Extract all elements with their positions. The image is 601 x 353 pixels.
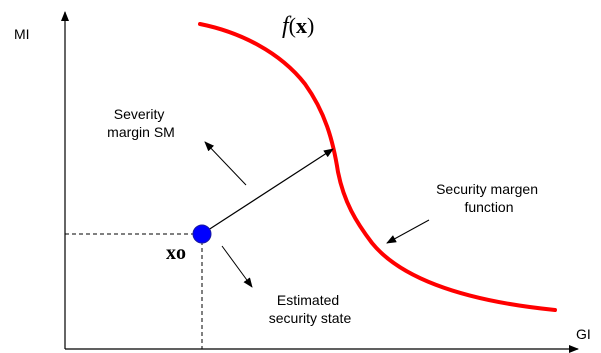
operating-point-label: xo <box>166 242 186 264</box>
security-margin-curve <box>198 22 557 312</box>
security-margen-function-label: Security margen function <box>436 181 542 215</box>
estimated-security-state-label: Estimated security state <box>269 292 352 326</box>
margen-pointer-arrow <box>386 219 430 244</box>
curve-label: f(x) <box>282 13 314 39</box>
severity-margin-label: Severity margin SM <box>107 106 175 140</box>
operating-point <box>192 224 212 244</box>
estimated-pointer-arrow <box>221 245 253 288</box>
severity-margin-arrow <box>201 148 334 235</box>
y-axis-label: MI <box>14 26 30 42</box>
severity-pointer-arrow <box>204 141 247 186</box>
x-axis-label: GI <box>576 326 591 342</box>
